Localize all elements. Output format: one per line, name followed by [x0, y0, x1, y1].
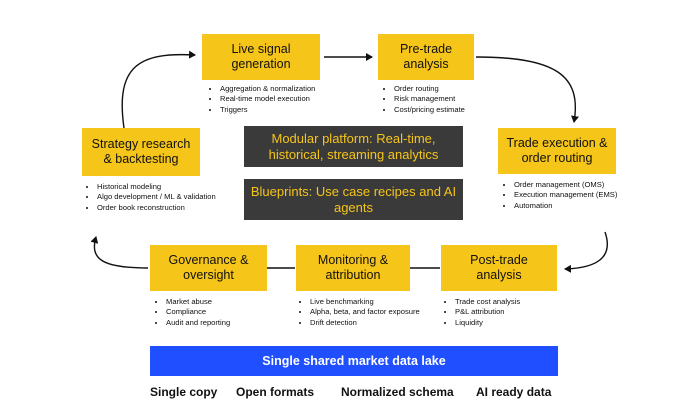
blueprints-label: Blueprints: Use case recipes and AI agen…: [250, 183, 457, 215]
data-lake-title: Single shared market data lake: [262, 354, 446, 368]
stage-governance-title: Governance & oversight: [168, 253, 249, 282]
list-item: Drift detection: [310, 318, 428, 328]
list-item: Cost/pricing estimate: [394, 105, 524, 115]
stage-post-trade-bullets: Trade cost analysis P&L attribution Liqu…: [444, 297, 575, 328]
list-item: Compliance: [166, 307, 286, 317]
list-item: Market abuse: [166, 297, 286, 307]
stage-strategy-bullets: Historical modeling Algo development / M…: [86, 182, 219, 213]
stage-governance: Governance & oversight: [150, 245, 267, 291]
list-item: Risk management: [394, 94, 524, 104]
list-item: Liquidity: [455, 318, 575, 328]
stage-monitoring: Monitoring & attribution: [296, 245, 410, 291]
list-item: Automation: [514, 201, 664, 211]
list-item: P&L attribution: [455, 307, 575, 317]
platform-label: Modular platform: Real-time, historical,…: [268, 130, 439, 162]
data-lake-bar: Single shared market data lake: [150, 346, 558, 376]
stage-post-trade: Post-trade analysis: [441, 245, 557, 291]
feature-ai-ready-data: AI ready data: [476, 385, 552, 399]
stage-pre-trade-bullets: Order routing Risk management Cost/prici…: [383, 84, 524, 115]
list-item: Real-time model execution: [220, 94, 370, 104]
stage-trade-execution-title: Trade execution & order routing: [506, 136, 608, 165]
stage-monitoring-bullets: Live benchmarking Alpha, beta, and facto…: [299, 297, 428, 328]
arrow-execution-to-posttrade: [564, 231, 608, 273]
stage-pre-trade: Pre-trade analysis: [378, 34, 474, 80]
stage-strategy-title: Strategy research & backtesting: [91, 137, 191, 166]
stage-live-signal-bullets: Aggregation & normalization Real-time mo…: [209, 84, 370, 115]
list-item: Trade cost analysis: [455, 297, 575, 307]
stage-monitoring-title: Monitoring & attribution: [317, 253, 389, 282]
stage-governance-bullets: Market abuse Compliance Audit and report…: [155, 297, 286, 328]
stage-live-signal-title: Live signal generation: [231, 42, 291, 71]
list-item: Live benchmarking: [310, 297, 428, 307]
stage-post-trade-title: Post-trade analysis: [470, 253, 528, 282]
list-item: Execution management (EMS): [514, 190, 664, 200]
stage-live-signal: Live signal generation: [202, 34, 320, 80]
list-item: Triggers: [220, 105, 370, 115]
arrow-governance-to-strategy: [90, 236, 149, 269]
feature-single-copy: Single copy: [150, 385, 218, 399]
feature-normalized-schema: Normalized schema: [341, 385, 454, 399]
list-item: Algo development / ML & validation: [97, 192, 219, 202]
feature-open-formats: Open formats: [236, 385, 315, 399]
list-item: Order routing: [394, 84, 524, 94]
list-item: Order management (OMS): [514, 180, 664, 190]
arrow-strategy-to-livesignal: [121, 50, 196, 129]
stage-trade-execution-bullets: Order management (OMS) Execution managem…: [503, 180, 664, 211]
list-item: Aggregation & normalization: [220, 84, 370, 94]
stage-trade-execution: Trade execution & order routing: [498, 128, 616, 174]
list-item: Order book reconstruction: [97, 203, 219, 213]
stage-strategy: Strategy research & backtesting: [82, 128, 200, 176]
platform-box: Modular platform: Real-time, historical,…: [244, 126, 463, 167]
list-item: Historical modeling: [97, 182, 219, 192]
blueprints-box: Blueprints: Use case recipes and AI agen…: [244, 179, 463, 220]
list-item: Audit and reporting: [166, 318, 286, 328]
list-item: Alpha, beta, and factor exposure: [310, 307, 428, 317]
stage-pre-trade-title: Pre-trade analysis: [399, 42, 453, 71]
